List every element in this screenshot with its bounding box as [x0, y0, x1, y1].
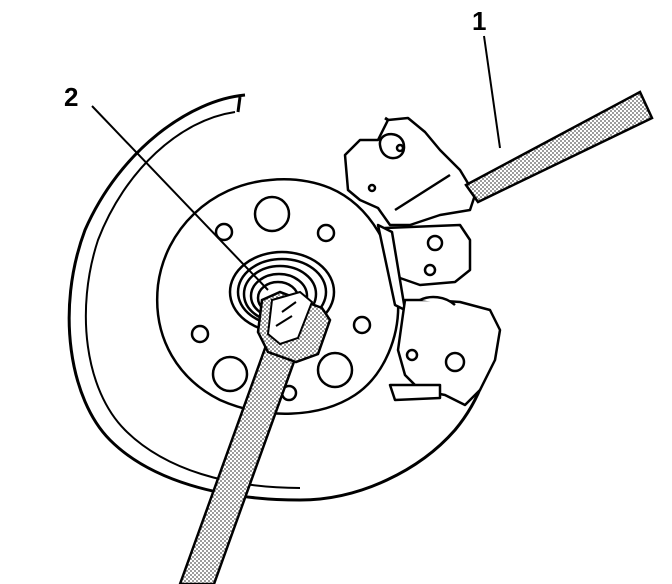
leader-line-2 [91, 105, 269, 291]
prybar-tool [464, 90, 654, 204]
bolt-hole [253, 195, 291, 233]
callout-1: 1 [472, 6, 486, 36]
bolt-hole [190, 324, 210, 344]
wrench-tool [178, 290, 332, 584]
bolt-hole [352, 315, 372, 335]
callout-2: 2 [64, 82, 78, 112]
caliper-bracket [343, 116, 502, 407]
bolt-hole [316, 223, 336, 243]
leader-line-1 [483, 35, 501, 149]
bolt-hole [214, 222, 234, 242]
bolt-hole [211, 355, 249, 393]
bolt-holes [190, 195, 372, 402]
leader-lines [91, 35, 501, 291]
bolt-hole [316, 351, 354, 389]
